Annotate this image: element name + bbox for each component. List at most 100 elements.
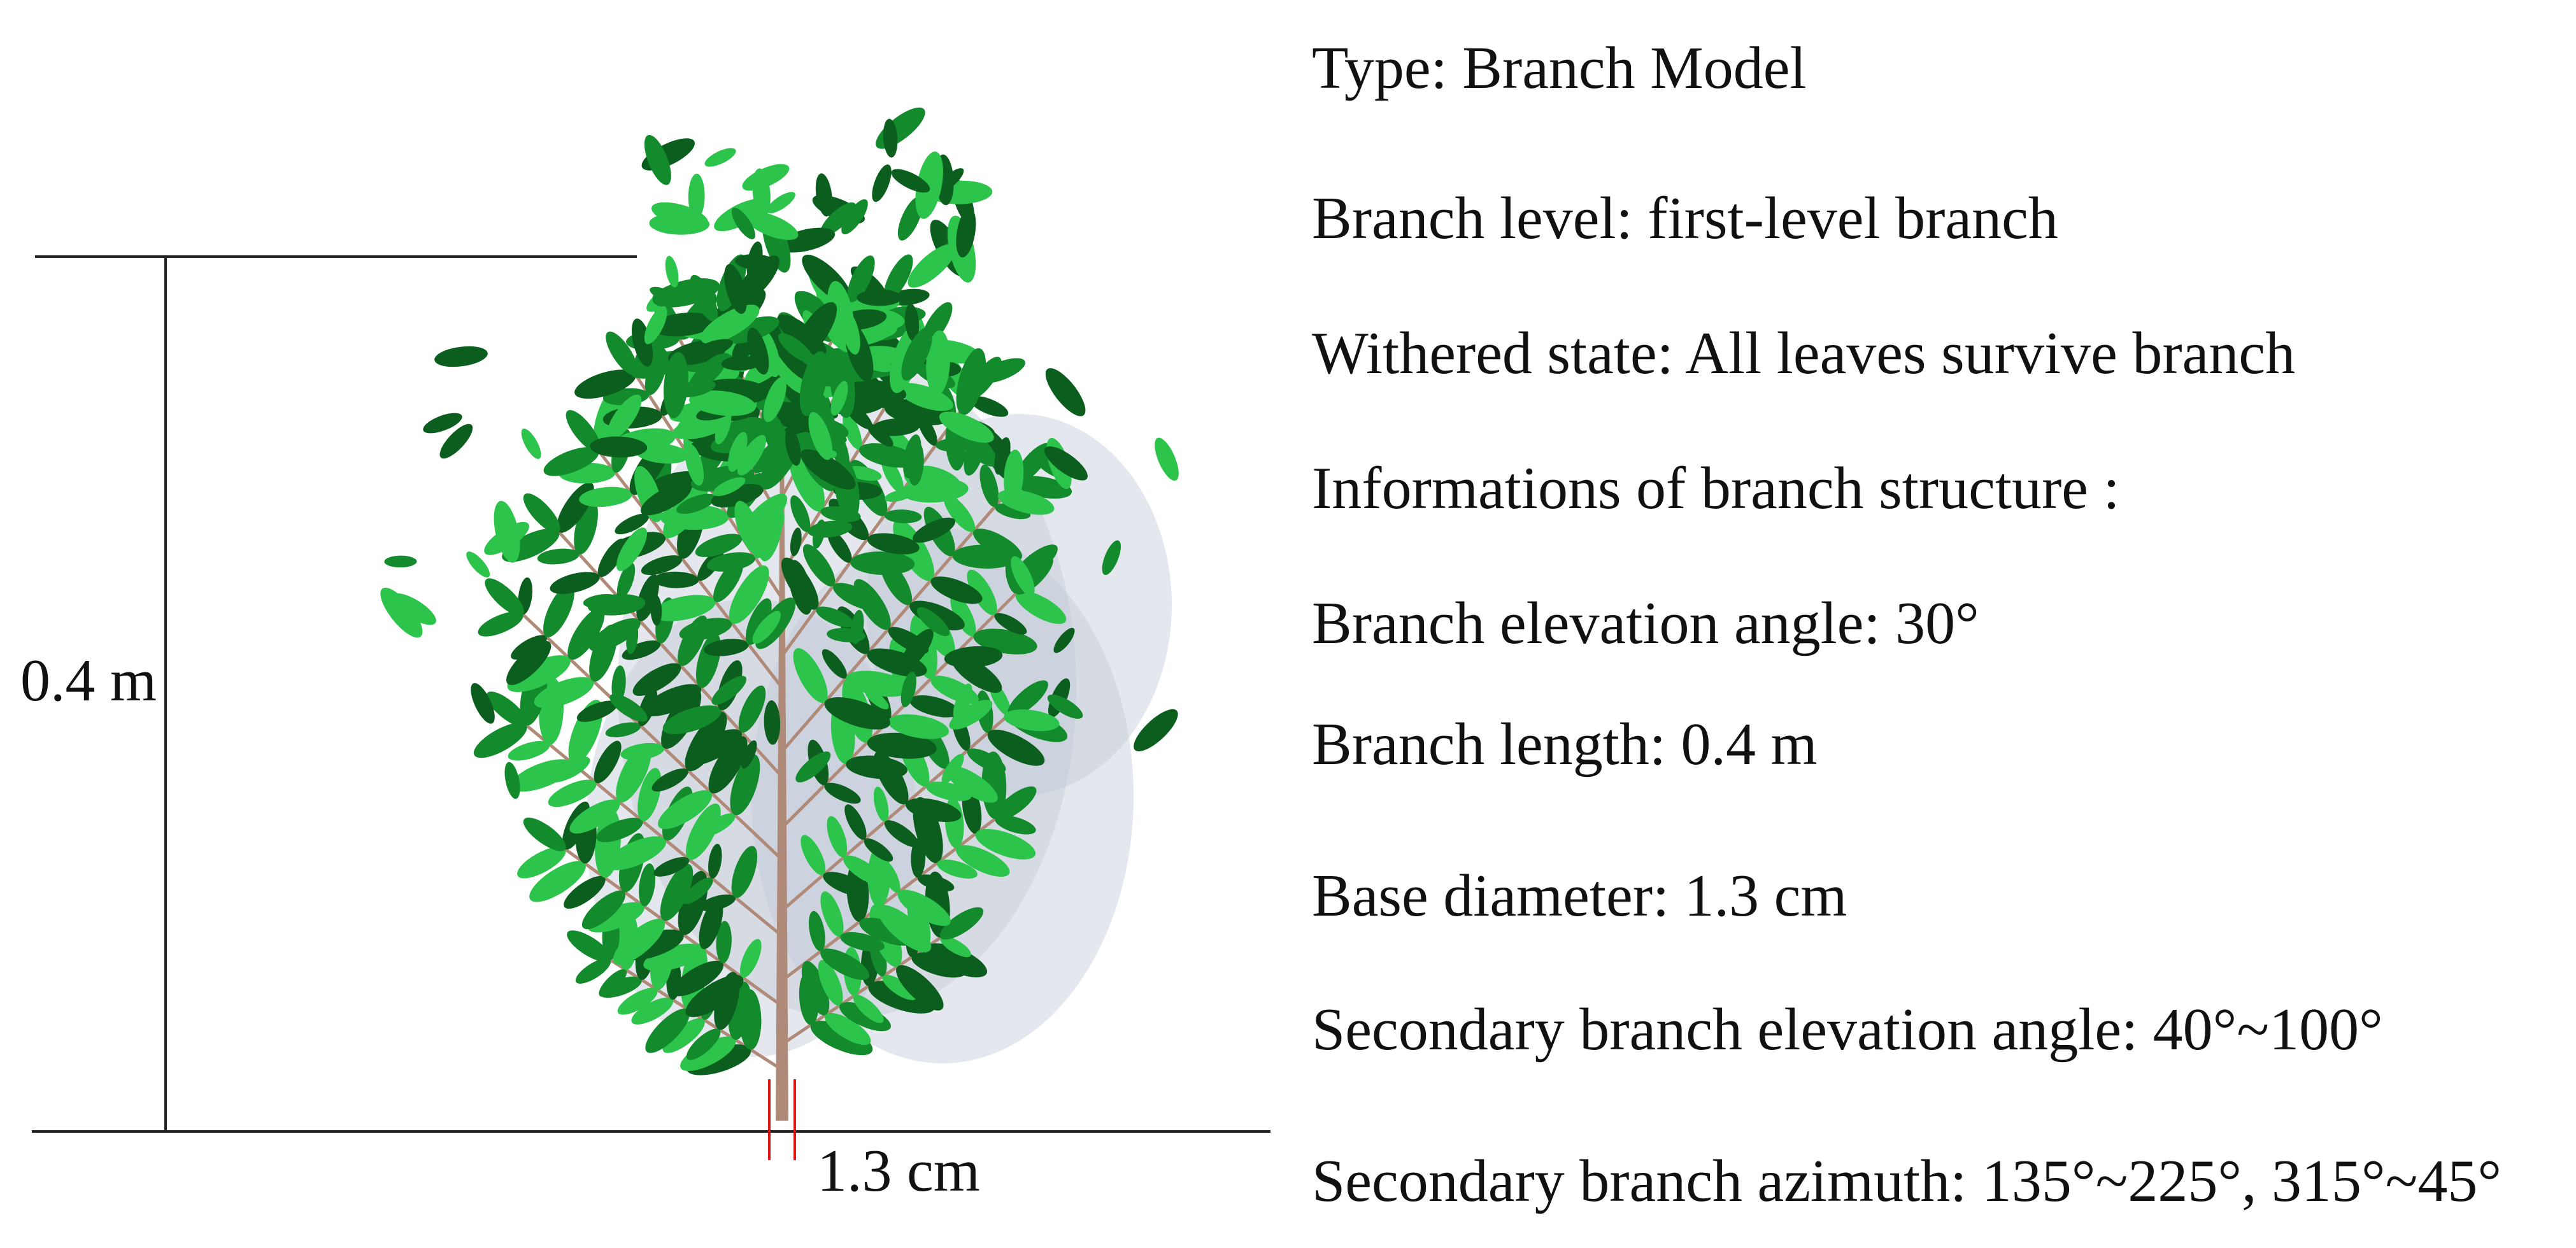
leaflet bbox=[824, 783, 861, 804]
leaflet bbox=[1047, 694, 1083, 719]
leaflet bbox=[900, 671, 916, 707]
leaflet bbox=[622, 640, 661, 660]
leaflet bbox=[662, 1018, 705, 1053]
leaflet bbox=[641, 555, 683, 576]
leaflet bbox=[506, 641, 551, 685]
leaflet bbox=[423, 413, 462, 434]
leaflet bbox=[853, 995, 884, 1023]
diameter-label: 1.3 cm bbox=[817, 1138, 980, 1204]
leaflet bbox=[880, 860, 900, 893]
leaflet bbox=[847, 255, 875, 302]
leaflet bbox=[843, 855, 884, 886]
leaflet bbox=[975, 829, 1036, 860]
leaflet bbox=[581, 890, 626, 930]
leaflet bbox=[901, 327, 933, 381]
leaflet bbox=[439, 423, 473, 459]
leaflet bbox=[699, 894, 736, 911]
leaflet bbox=[644, 134, 671, 185]
leaflet bbox=[907, 243, 957, 288]
leaflet bbox=[523, 493, 560, 534]
leaflet bbox=[808, 911, 825, 951]
leaflet bbox=[747, 327, 769, 375]
leaflet bbox=[590, 436, 648, 458]
leaflet bbox=[632, 663, 681, 696]
leaflet bbox=[704, 639, 749, 656]
leaflet bbox=[841, 311, 860, 355]
leaflet bbox=[1053, 628, 1075, 653]
leaflet bbox=[891, 169, 930, 193]
leaflet bbox=[816, 606, 854, 628]
leaflet bbox=[685, 975, 744, 1018]
leaflet bbox=[909, 695, 960, 718]
leaflet bbox=[643, 944, 704, 972]
leaflet bbox=[599, 968, 627, 997]
leaflet bbox=[658, 790, 713, 830]
leaflet bbox=[858, 443, 917, 468]
leaflet bbox=[897, 383, 953, 411]
leaflet bbox=[827, 816, 848, 858]
leaflet bbox=[713, 477, 746, 497]
leaflet bbox=[1134, 709, 1178, 752]
leaflet bbox=[653, 571, 699, 588]
leaflet bbox=[672, 960, 724, 996]
leaflet bbox=[915, 152, 943, 219]
leaflet bbox=[825, 1012, 871, 1046]
leaflet bbox=[588, 618, 641, 651]
leaflet bbox=[956, 348, 986, 415]
leaflet bbox=[818, 960, 843, 1006]
leaflet bbox=[864, 838, 893, 862]
leaflet bbox=[956, 208, 976, 258]
leaflet bbox=[511, 635, 547, 660]
leaflet bbox=[824, 697, 890, 730]
leaflet bbox=[905, 798, 962, 822]
leaflet bbox=[708, 844, 722, 879]
leaflet bbox=[534, 677, 594, 708]
leaflet bbox=[916, 607, 950, 637]
leaflet bbox=[912, 517, 956, 543]
leaflet bbox=[704, 148, 736, 167]
leaflet bbox=[676, 493, 716, 514]
leaflet bbox=[943, 494, 976, 532]
info-structure-heading: Informations of branch structure : bbox=[1312, 455, 2120, 521]
leaflet bbox=[790, 527, 802, 557]
leaflet bbox=[815, 173, 833, 216]
leaflet bbox=[626, 622, 639, 655]
leaflet bbox=[685, 729, 743, 766]
leaflet bbox=[716, 921, 732, 963]
leaflet bbox=[941, 754, 964, 784]
leaflet bbox=[820, 948, 870, 980]
leaflet bbox=[762, 409, 791, 465]
leaflet bbox=[523, 818, 566, 851]
leaflet bbox=[882, 975, 917, 1000]
leaflet bbox=[683, 877, 713, 904]
leaflet bbox=[466, 551, 490, 578]
leaflet bbox=[1155, 437, 1179, 481]
leaflet bbox=[839, 379, 907, 405]
leaflet bbox=[864, 688, 889, 710]
leaflet bbox=[925, 943, 988, 977]
leaflet bbox=[884, 509, 922, 523]
leaflet bbox=[485, 578, 524, 616]
leaflet bbox=[574, 369, 636, 399]
leaflet bbox=[1015, 590, 1067, 624]
leaflet bbox=[872, 164, 892, 202]
leaflet bbox=[873, 786, 889, 822]
branch-line bbox=[781, 714, 1010, 912]
leaflet bbox=[620, 742, 665, 760]
leaflet bbox=[785, 428, 801, 466]
leaflet bbox=[567, 607, 605, 660]
leaflet bbox=[950, 594, 976, 637]
leaflet bbox=[938, 168, 964, 192]
leaflet bbox=[640, 483, 692, 516]
leaflet bbox=[823, 872, 869, 897]
leaflet bbox=[900, 628, 934, 670]
leaflet bbox=[575, 958, 611, 984]
info-branch-length: Branch length: 0.4 m bbox=[1312, 711, 1818, 777]
leaflet bbox=[686, 1028, 721, 1060]
leaflet bbox=[867, 648, 927, 677]
leaflet bbox=[969, 395, 1009, 417]
leaflet bbox=[616, 527, 648, 571]
leaflet bbox=[613, 918, 665, 965]
leaflet bbox=[549, 756, 590, 783]
